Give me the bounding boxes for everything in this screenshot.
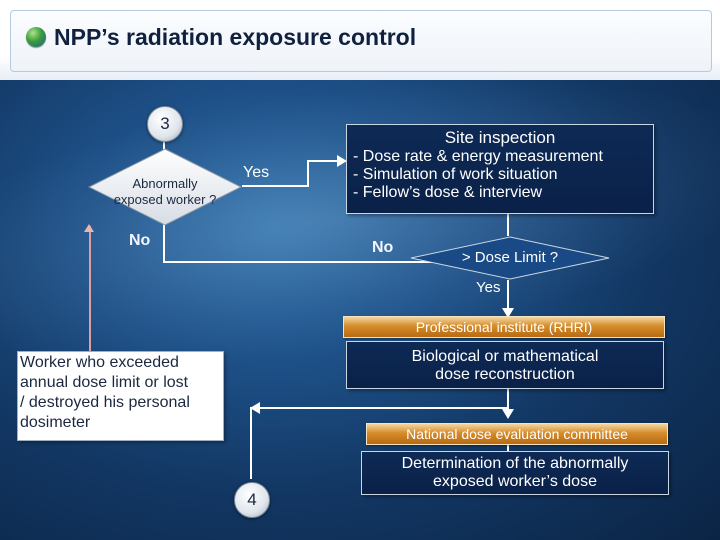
- decision-abnormal-line2: exposed worker ?: [113, 192, 217, 207]
- decision-dose-limit: > Dose Limit ?: [410, 236, 610, 280]
- connector-line: [242, 185, 308, 187]
- decision-diamond-shape: [88, 148, 242, 226]
- arrowhead-icon: [502, 409, 514, 419]
- connector-line: [89, 226, 91, 351]
- dose-reconstruction-line2: dose reconstruction: [435, 366, 575, 383]
- connector-line: [163, 224, 165, 262]
- arrowhead-icon: [84, 224, 94, 232]
- worker-note-line: dosimeter: [20, 414, 91, 431]
- connector-line: [507, 212, 509, 236]
- decision-dose-limit-label: > Dose Limit ?: [461, 249, 559, 266]
- title-bullet-icon: [26, 27, 46, 47]
- connector-line: [307, 160, 337, 162]
- dose-reconstruction-line1: Biological or mathematical: [411, 348, 599, 365]
- worker-note-line: / destroyed his personal: [20, 394, 190, 411]
- determination-line1: Determination of the abnormally: [401, 455, 629, 472]
- connector-line: [507, 387, 509, 417]
- connector-line: [250, 407, 509, 409]
- arrowhead-icon: [250, 402, 260, 414]
- label-yes-dose-limit: Yes: [476, 279, 501, 296]
- connector-line: [507, 280, 509, 316]
- site-inspection-box: Site inspection - Dose rate & energy mea…: [346, 124, 654, 214]
- connector-line: [163, 141, 165, 150]
- header-panel: [10, 10, 712, 72]
- determination-box: Determination of the abnormally exposed …: [361, 451, 669, 495]
- connector-line: [507, 443, 509, 451]
- worker-note-line: Worker who exceeded: [20, 354, 179, 371]
- header-bar: NPP’s radiation exposure control: [0, 0, 720, 80]
- decision-abnormal-worker: Abnormally exposed worker ?: [88, 148, 242, 226]
- site-inspection-item: - Fellow’s dose & interview: [353, 184, 543, 201]
- step-badge-start: 3: [147, 106, 183, 142]
- decision-abnormal-line1: Abnormally: [132, 176, 198, 191]
- connector-line: [163, 261, 508, 263]
- worker-note-line: annual dose limit or lost: [20, 374, 189, 391]
- arrowhead-icon: [337, 155, 347, 167]
- dose-reconstruction-box: Biological or mathematical dose reconstr…: [346, 341, 664, 389]
- national-committee-bar: National dose evaluation committee: [366, 423, 668, 445]
- site-inspection-item: - Dose rate & energy measurement: [353, 148, 603, 165]
- step-badge-end: 4: [234, 482, 270, 518]
- label-no-right: No: [372, 239, 394, 256]
- arrowhead-icon: [502, 308, 514, 318]
- label-yes-site: Yes: [243, 164, 270, 181]
- professional-institute-bar: Professional institute (RHRI): [343, 316, 665, 338]
- decision-dose-limit-shape: [410, 236, 610, 280]
- worker-note-box: Worker who exceeded annual dose limit or…: [17, 351, 224, 441]
- connector-line: [250, 407, 252, 479]
- site-inspection-title: Site inspection: [444, 128, 556, 147]
- label-no-left: No: [129, 232, 151, 249]
- page-title: NPP’s radiation exposure control: [54, 24, 417, 50]
- determination-line2: exposed worker’s dose: [433, 473, 597, 490]
- connector-line: [307, 160, 309, 187]
- site-inspection-item: - Simulation of work situation: [353, 166, 558, 183]
